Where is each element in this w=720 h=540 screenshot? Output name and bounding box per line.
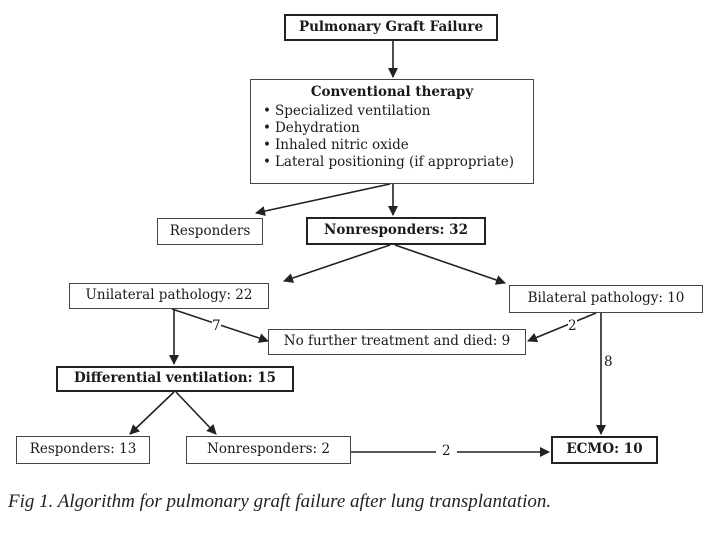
- node-nonresponders-2: Nonresponders: 2: [186, 436, 351, 464]
- node-ecmo: ECMO: 10: [551, 436, 658, 464]
- arrow-differential-to-nonresponders2: [175, 391, 217, 435]
- node-differential-ventilation: Differential ventilation: 15: [56, 366, 294, 392]
- conventional-item: Inhaled nitric oxide: [263, 137, 533, 154]
- arrow-differential-to-responders13: [129, 391, 175, 435]
- conventional-title: Conventional therapy: [310, 84, 474, 100]
- conventional-list: Specialized ventilation Dehydration Inha…: [251, 103, 533, 171]
- edge-label-unilateral-to-died: 7: [212, 318, 221, 334]
- node-no-further-treatment: No further treatment and died: 9: [268, 329, 526, 355]
- arrow-nonresponders-to-unilateral: [283, 244, 391, 283]
- node-conventional-therapy: Conventional therapy Specialized ventila…: [250, 79, 534, 184]
- arrow-bilateral-to-died: [527, 312, 597, 343]
- node-responders: Responders: [157, 218, 263, 245]
- conventional-item: Specialized ventilation: [263, 103, 533, 120]
- conventional-item: Lateral positioning (if appropriate): [263, 154, 533, 171]
- node-unilateral-pathology: Unilateral pathology: 22: [69, 283, 269, 309]
- edge-label-bilateral-to-ecmo: 8: [603, 354, 614, 372]
- conventional-item: Dehydration: [263, 120, 533, 137]
- arrow-conventional-to-responders: [255, 183, 391, 216]
- node-graft-failure: Pulmonary Graft Failure: [284, 14, 498, 41]
- edge-label-nonresponders-to-ecmo: 2: [436, 444, 457, 459]
- node-responders-13: Responders: 13: [16, 436, 150, 464]
- figure-caption: Fig 1. Algorithm for pulmonary graft fai…: [8, 491, 552, 512]
- node-bilateral-pathology: Bilateral pathology: 10: [509, 285, 703, 313]
- edge-label-bilateral-to-died: 2: [568, 318, 577, 334]
- arrow-nonresponders-to-bilateral: [394, 244, 506, 285]
- node-nonresponders-32: Nonresponders: 32: [306, 217, 486, 245]
